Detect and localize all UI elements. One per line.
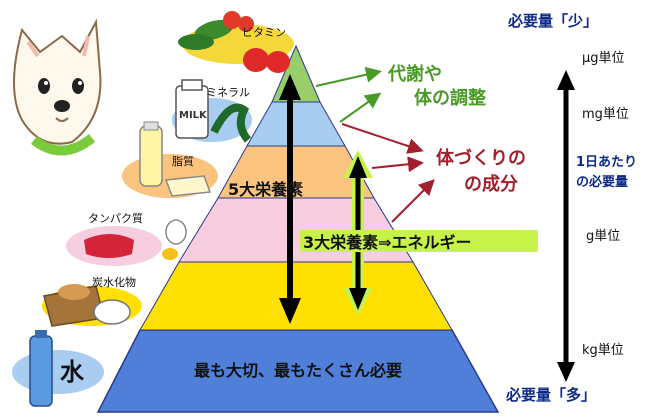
unit-gram: g単位: [586, 228, 620, 244]
water-label: 水: [60, 358, 85, 386]
mineral-label: ミネラル: [206, 86, 250, 99]
daily-amount-line1: 1日あたり: [576, 155, 637, 170]
pyramid-layer-mineral: [246, 101, 346, 147]
vitamin-label: ビタミン: [242, 26, 286, 39]
metabolism-label-line2: 体の調整: [414, 87, 486, 109]
scale-units: μg単位 mg単位 g単位 kg単位: [578, 48, 640, 358]
daily-amount-line2: の必要量: [576, 174, 628, 190]
body-building-label-line2: の成分: [464, 173, 518, 195]
pyramid-layer-vitamin: [271, 44, 321, 103]
water-layer-text: 最も大切、最もたくさん必要: [194, 361, 402, 380]
protein-label: タンパク質: [88, 211, 143, 225]
fat-food-illustration: [122, 121, 218, 198]
scale-bottom-label: 必要量「多」: [505, 386, 596, 404]
water-illustration: [12, 330, 104, 407]
dog-illustration: [13, 18, 102, 156]
mineral-food-illustration: [172, 79, 252, 143]
milk-label: MILK: [179, 110, 208, 121]
unit-microgram: μg単位: [582, 50, 625, 66]
fat-label: 脂質: [172, 154, 194, 168]
three-nutrients-label-bg: [300, 230, 538, 252]
role-arrows: [315, 66, 435, 223]
three-nutrients-label: 3大栄養素⇒エネルギー: [303, 233, 472, 252]
carbohydrate-label: 炭水化物: [92, 275, 136, 289]
unit-kilogram: kg単位: [582, 342, 624, 358]
five-nutrients-arrow: [279, 74, 301, 324]
unit-milligram: mg単位: [582, 106, 629, 122]
carbohydrate-food-illustration: [42, 284, 142, 327]
body-building-label-line1: 体づくりの: [436, 147, 526, 169]
five-nutrients-label: 5大栄養素: [228, 180, 303, 199]
pyramid: [96, 44, 500, 413]
metabolism-label-line1: 代謝や: [387, 63, 442, 85]
scale-top-label: 必要量「少」: [507, 12, 598, 30]
vitamin-food-illustration: [178, 11, 294, 73]
protein-food-illustration: [66, 219, 187, 266]
scale-arrow: [557, 70, 575, 382]
pyramid-layer-carbohydrate: [139, 261, 453, 331]
